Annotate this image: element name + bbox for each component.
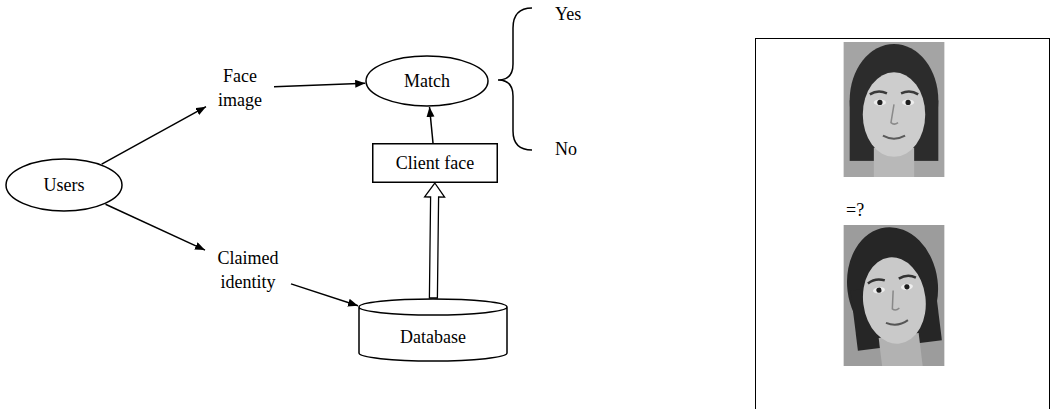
data-item: Claimed identity [205, 242, 291, 298]
face-photo [843, 42, 945, 177]
free-label: No [553, 137, 579, 161]
node-label: Database [400, 325, 466, 349]
hollow-arrow [425, 183, 445, 298]
process-box: Client face [372, 143, 498, 183]
process-ellipse: Match [365, 55, 489, 107]
node-label: Claimed identity [209, 246, 287, 294]
data-item: Face image [206, 60, 274, 116]
free-label: Yes [553, 2, 583, 26]
face-photo [843, 225, 945, 366]
brace [498, 8, 532, 150]
arrow-connector [430, 107, 434, 143]
node-label: Client face [396, 151, 474, 175]
example-panel [755, 38, 1050, 409]
database-cylinder: Database [358, 298, 508, 362]
free-label: =? [844, 198, 866, 222]
node-label: Match [404, 69, 450, 93]
node-label: Users [44, 173, 85, 197]
arrow-connector [291, 284, 358, 306]
node-label: Face image [210, 64, 270, 112]
arrow-connector [102, 107, 206, 165]
actor-ellipse: Users [5, 158, 123, 212]
arrow-connector [274, 83, 365, 86]
arrow-connector [106, 204, 206, 250]
